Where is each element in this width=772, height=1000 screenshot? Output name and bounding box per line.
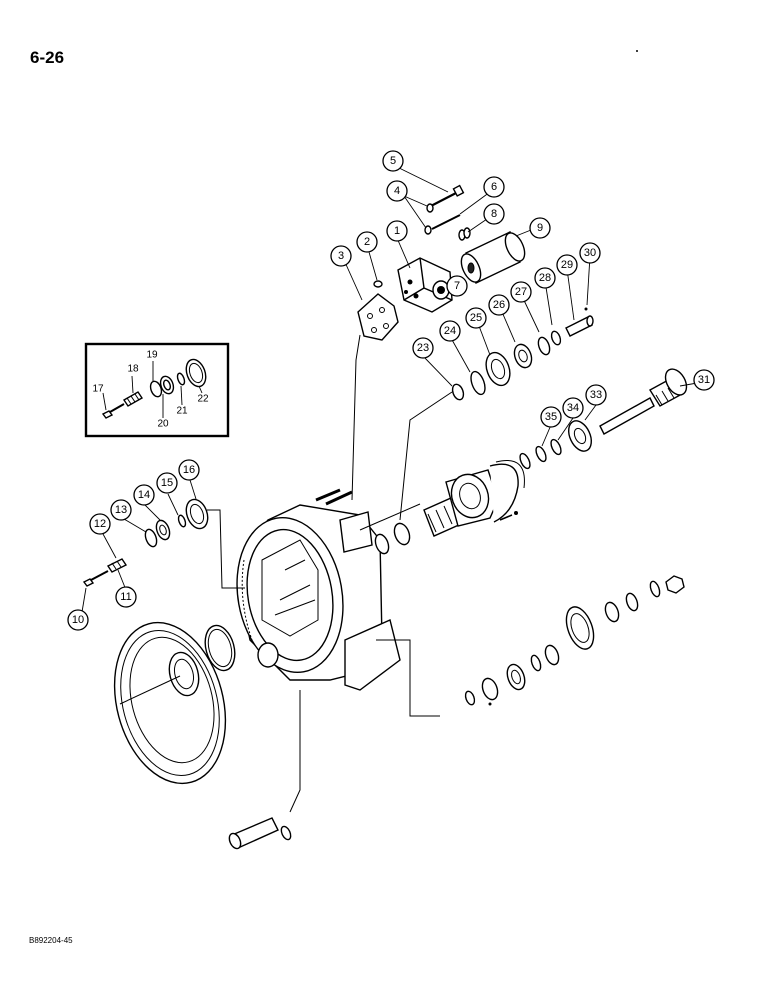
callout-6: 6 (483, 176, 505, 198)
callout-2: 2 (356, 231, 378, 253)
callout-34: 34 (562, 397, 584, 419)
inset-label-22: 22 (197, 394, 209, 405)
callout-14: 14 (133, 484, 155, 506)
callout-29: 29 (556, 254, 578, 276)
guide-line-center (359, 503, 421, 531)
pump-assembly (343, 164, 532, 341)
svg-text:7: 7 (454, 280, 460, 292)
callout-35: 35 (540, 406, 562, 428)
svg-text:4: 4 (394, 185, 400, 197)
svg-text:2: 2 (364, 236, 370, 248)
lower-shaft-assembly (376, 575, 685, 717)
stub-shaft (228, 690, 301, 850)
svg-text:12: 12 (94, 518, 106, 530)
inset-label-21: 21 (176, 406, 188, 417)
svg-text:24: 24 (444, 325, 456, 337)
svg-text:26: 26 (493, 299, 505, 311)
svg-text:30: 30 (584, 247, 596, 259)
callout-24: 24 (439, 320, 461, 342)
guide-line-pump (351, 334, 361, 501)
svg-text:5: 5 (390, 155, 396, 167)
svg-text:15: 15 (161, 477, 173, 489)
callout-11: 11 (115, 586, 137, 608)
cover-plate (113, 621, 236, 785)
callout-27: 27 (510, 281, 532, 303)
callout-15: 15 (156, 472, 178, 494)
callout-4: 4 (386, 180, 408, 202)
callout-16: 16 (178, 459, 200, 481)
svg-text:27: 27 (515, 286, 527, 298)
callout-13: 13 (110, 499, 132, 521)
callout-1: 1 (386, 220, 408, 242)
inset-label-20: 20 (157, 419, 169, 430)
callout-7: 7 (446, 275, 468, 297)
svg-text:28: 28 (539, 272, 551, 284)
svg-text:33: 33 (590, 389, 602, 401)
svg-text:35: 35 (545, 411, 557, 423)
svg-text:9: 9 (537, 222, 543, 234)
callout-10: 10 (67, 609, 89, 631)
callout-25: 25 (465, 307, 487, 329)
left-parts (81, 479, 245, 613)
svg-text:25: 25 (470, 312, 482, 324)
figure-code: B892204-45 (29, 936, 73, 945)
svg-text:10: 10 (72, 614, 84, 626)
inset-label-17: 17 (92, 384, 104, 395)
callout-3: 3 (330, 245, 352, 267)
callout-12: 12 (89, 513, 111, 535)
callout-26: 26 (488, 294, 510, 316)
svg-text:16: 16 (183, 464, 195, 476)
inset-label-19: 19 (146, 350, 158, 361)
svg-text:13: 13 (115, 504, 127, 516)
svg-text:3: 3 (338, 250, 344, 262)
callout-5: 5 (382, 150, 404, 172)
callout-30: 30 (579, 242, 601, 264)
svg-text:23: 23 (417, 342, 429, 354)
callout-9: 9 (529, 217, 551, 239)
inset-label-18: 18 (127, 364, 139, 375)
svg-text:6: 6 (491, 181, 497, 193)
callout-31: 31 (693, 369, 715, 391)
svg-text:14: 14 (138, 489, 150, 501)
svg-text:31: 31 (698, 374, 710, 386)
callout-23: 23 (412, 337, 434, 359)
svg-text:8: 8 (491, 208, 497, 220)
callout-33: 33 (585, 384, 607, 406)
guide-line-shaft (399, 391, 453, 521)
hub-assembly (374, 460, 525, 555)
upper-shaft-assembly (422, 255, 704, 470)
svg-text:29: 29 (561, 259, 573, 271)
callout-8: 8 (483, 203, 505, 225)
transmission-housing (236, 488, 401, 691)
svg-text:11: 11 (120, 591, 131, 603)
svg-text:34: 34 (567, 402, 579, 414)
svg-text:1: 1 (394, 225, 400, 237)
page-number: 6-26 (30, 48, 65, 67)
callout-28: 28 (534, 267, 556, 289)
inset-detail (84, 342, 230, 438)
